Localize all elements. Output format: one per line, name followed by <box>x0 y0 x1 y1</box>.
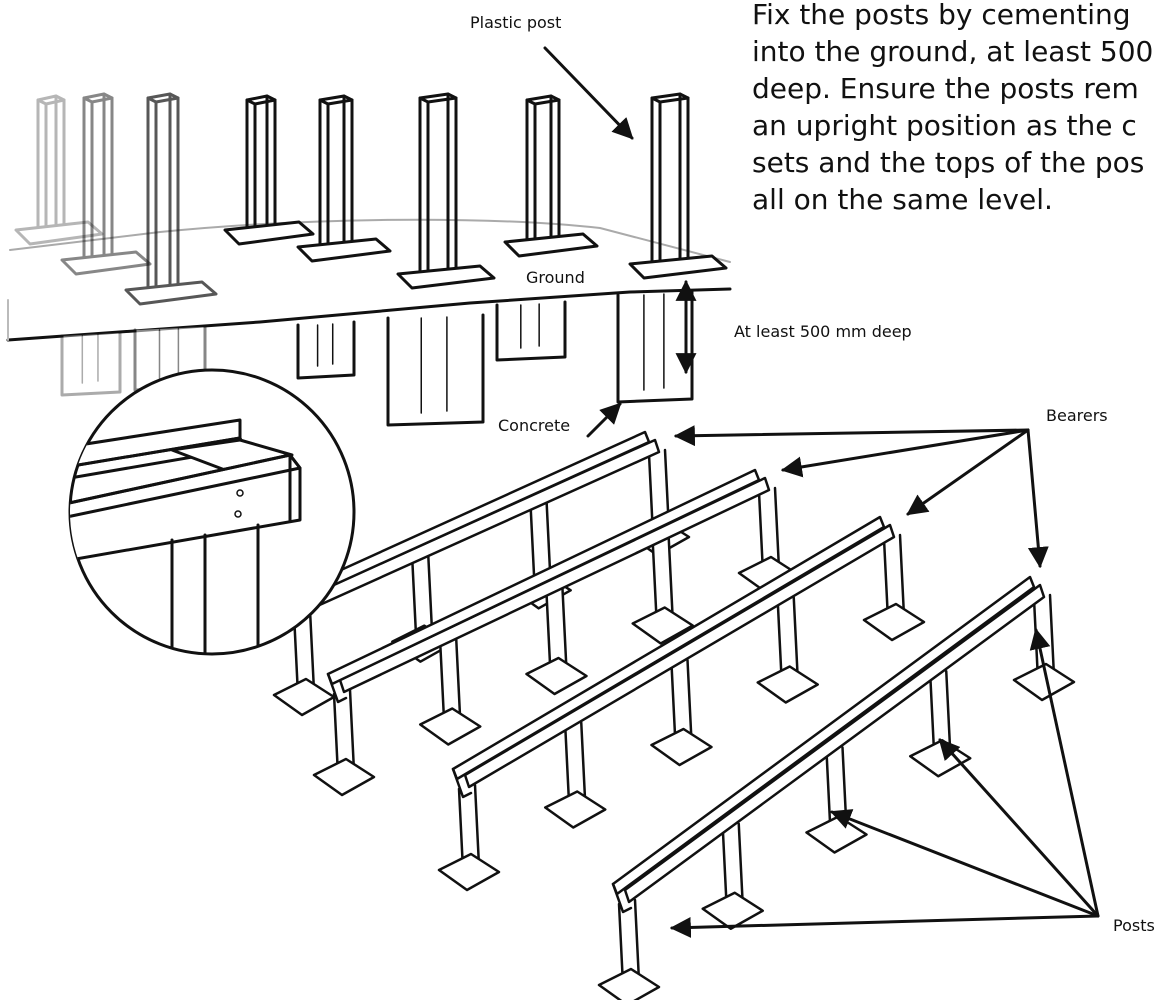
plastic-post <box>124 92 218 306</box>
bearer-arrow-1 <box>673 425 1030 447</box>
bearers-and-posts <box>272 430 1076 1004</box>
instruction-line: sets and the tops of the pos <box>752 146 1145 179</box>
instruction-line: into the ground, at least 500 <box>752 35 1154 68</box>
posts-label: Posts <box>1113 916 1155 935</box>
instruction-text: Fix the posts by cementing into the grou… <box>752 0 1168 218</box>
depth-label: At least 500 mm deep <box>734 322 912 341</box>
plastic-post <box>14 94 104 246</box>
plastic-post <box>223 94 315 246</box>
bearer-assembly <box>312 468 801 797</box>
concrete-footing <box>296 320 356 380</box>
instruction-line: Fix the posts by cementing <box>752 0 1131 31</box>
concrete-footings <box>60 290 694 427</box>
plastic-posts-above-ground <box>14 92 728 306</box>
plastic-post <box>296 94 392 263</box>
bearer-assembly <box>597 575 1076 1004</box>
joint-detail-zoom <box>68 368 356 656</box>
label-arrows-upper <box>543 46 697 438</box>
ground-label: Ground <box>526 268 585 287</box>
post-arrow-3 <box>830 809 1100 918</box>
concrete-footing <box>386 313 485 427</box>
bearers-label: Bearers <box>1046 406 1108 425</box>
plastic-post-arrow <box>543 46 634 140</box>
post-arrow-1 <box>1029 627 1100 918</box>
bearer-arrow-2 <box>780 428 1030 478</box>
bearer-assembly <box>437 515 926 892</box>
instruction-line: all on the same level. <box>752 183 1053 216</box>
plastic-post-label: Plastic post <box>470 13 562 32</box>
bearer-arrow-4 <box>1026 428 1049 569</box>
concrete-arrow <box>586 402 622 438</box>
plastic-post <box>60 92 152 276</box>
concrete-footing <box>616 290 694 404</box>
concrete-footing <box>495 300 567 362</box>
concrete-label: Concrete <box>498 416 571 435</box>
instruction-line: an upright position as the c <box>752 109 1137 142</box>
plastic-post <box>628 92 728 280</box>
bearer-arrow-3 <box>906 428 1030 516</box>
label-arrows-lower <box>669 425 1100 938</box>
post-arrow-2 <box>938 738 1100 918</box>
concrete-footing <box>60 331 122 397</box>
plastic-post <box>503 94 599 258</box>
post-arrow-4 <box>669 914 1100 938</box>
plastic-post <box>396 92 496 290</box>
instruction-line: deep. Ensure the posts rem <box>752 72 1139 105</box>
